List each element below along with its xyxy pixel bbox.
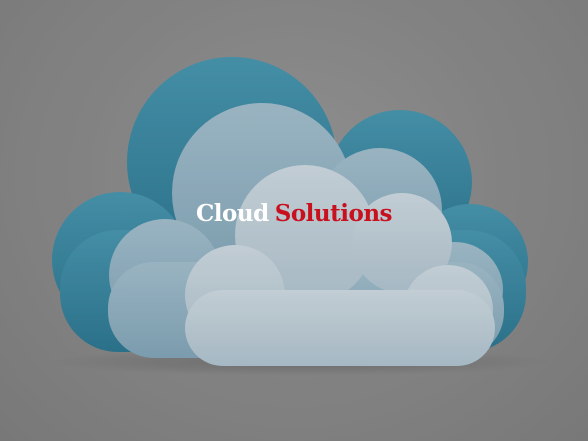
headline-word-solutions: Solutions — [274, 200, 393, 227]
front-cloud-shape — [185, 165, 495, 366]
headline-word-cloud: Cloud — [196, 200, 269, 227]
